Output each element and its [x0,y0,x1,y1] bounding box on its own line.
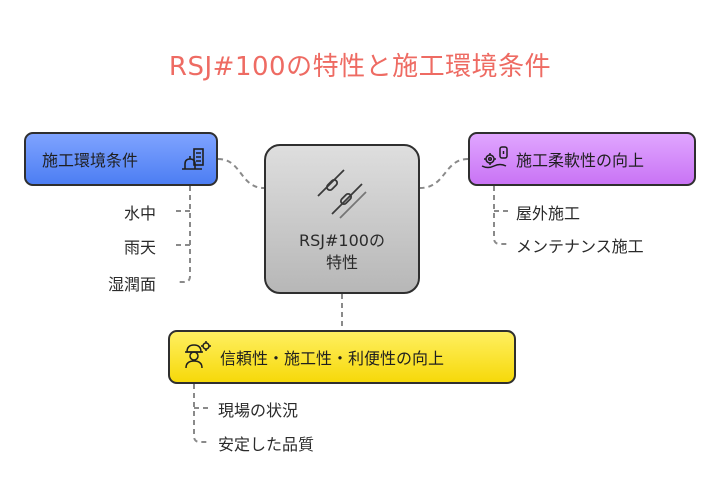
leaf-outdoor-construction: 屋外施工 [516,204,581,223]
settings-hands-icon [480,143,510,175]
center-label-line1: RSJ#100の [299,231,385,250]
flexibility-improvement-label: 施工柔軟性の向上 [516,151,645,170]
flexibility-improvement-box: 施工柔軟性の向上 [468,132,696,186]
tree-left [176,186,191,283]
connector-left [217,158,265,189]
center-label-line2: 特性 [325,253,358,272]
construction-helmet-icon [178,145,206,177]
tree-bottom [193,384,208,443]
environment-conditions-box: 施工環境条件 [24,132,218,186]
reliability-improvement-box: 信頼性・施工性・利便性の向上 [168,330,516,384]
center-node: RSJ#100の 特性 [264,144,420,294]
leaf-rain: 雨天 [124,238,157,257]
worker-gear-icon [182,340,212,374]
leaf-stable-quality: 安定した品質 [218,435,315,454]
reliability-improvement-label: 信頼性・施工性・利便性の向上 [220,349,445,368]
environment-conditions-label: 施工環境条件 [42,151,139,170]
leaf-underwater: 水中 [124,204,157,223]
leaf-site-conditions: 現場の状況 [218,401,299,420]
tree-right [493,186,508,245]
leaf-maintenance-construction: メンテナンス施工 [516,237,644,256]
resistor-chain-icon [314,166,370,226]
leaf-wet-surface: 湿潤面 [108,275,157,294]
connector-right [419,158,469,189]
diagram-title: RSJ#100の特性と施工環境条件 [168,52,552,82]
